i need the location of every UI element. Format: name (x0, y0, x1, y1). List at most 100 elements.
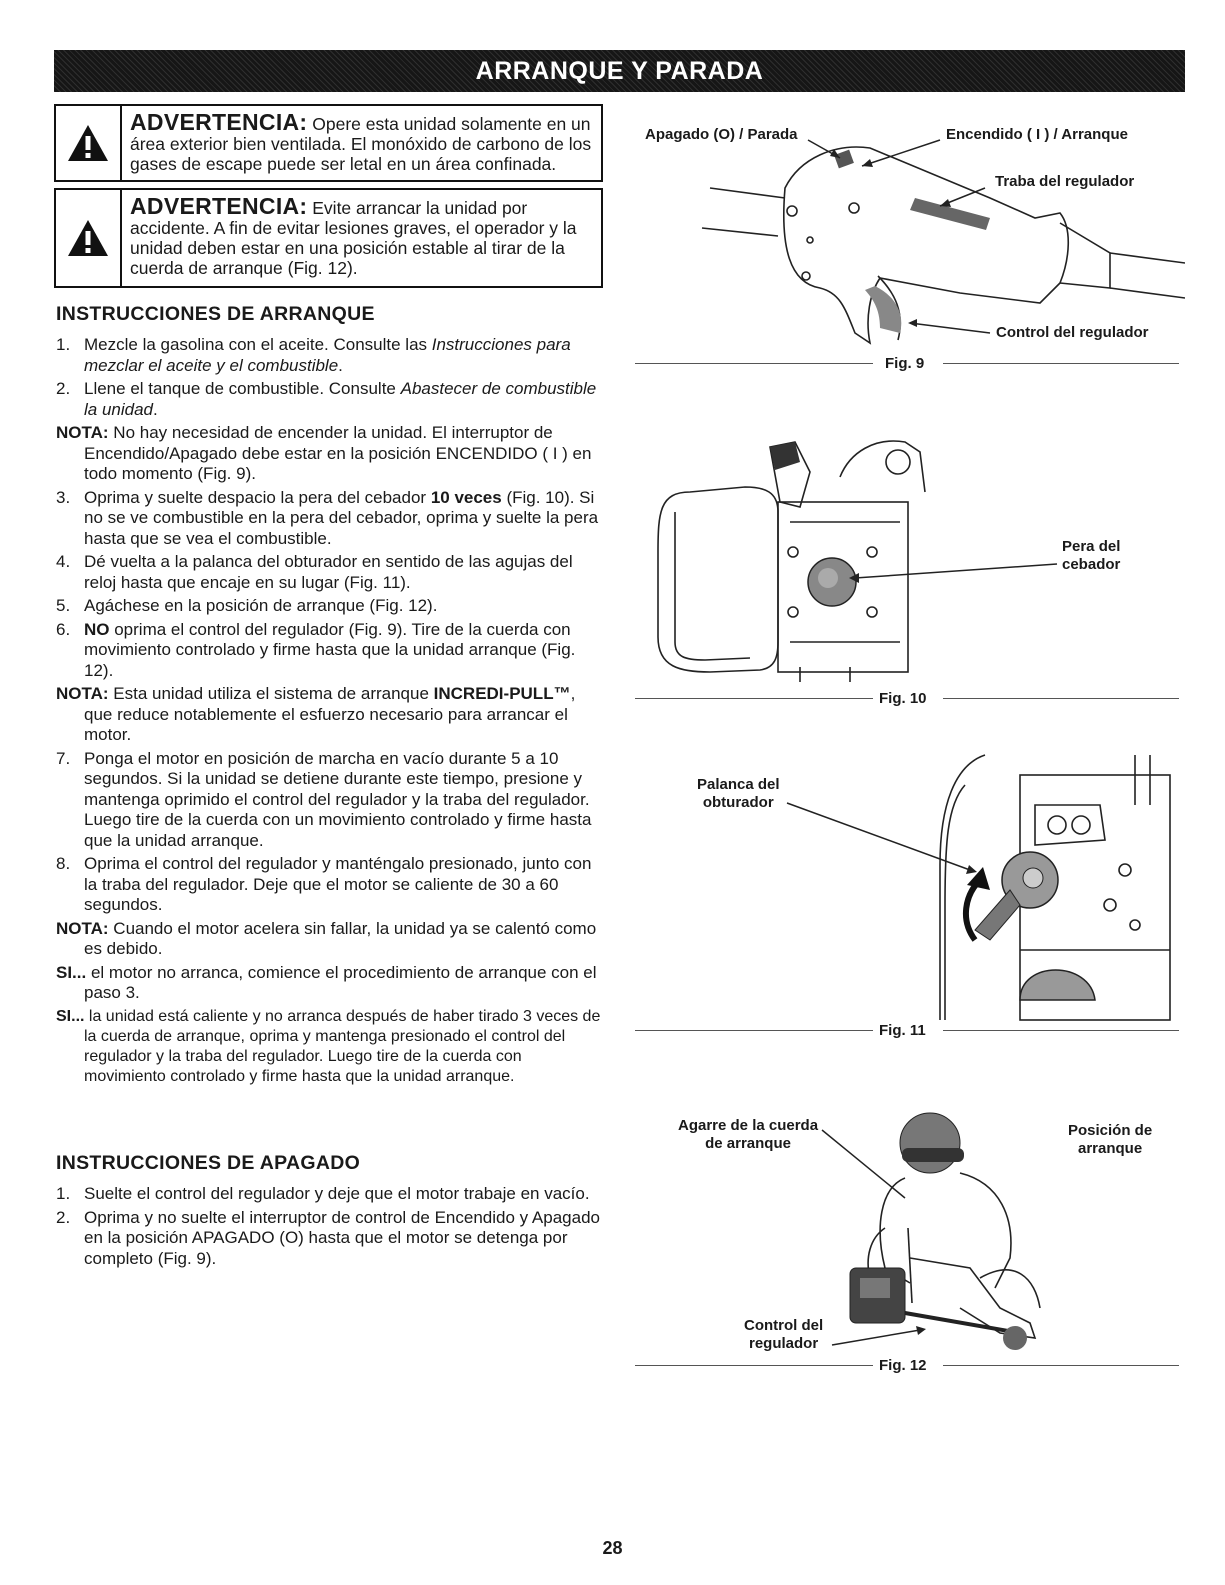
fig9-rule-left (635, 363, 873, 364)
choke-lever-illustration (939, 754, 1171, 1021)
step-text: NO oprima el control del regulador (Fig.… (84, 619, 576, 680)
fig12-label-control-line1: Control del (744, 1317, 824, 1334)
step-3: 3. Oprima y suelte despacio la pera del … (56, 488, 601, 550)
step-5: 5. Agáchese en la posición de arranque (… (56, 596, 601, 617)
fig12-label-grip-line1: Agarre de la cuerda (678, 1117, 819, 1134)
fig12-label-control: Control del regulador (744, 1317, 823, 1353)
warning-icon-cell (56, 106, 122, 180)
if-text: el motor no arranca, comience el procedi… (84, 962, 597, 1003)
fig11-rule-left (635, 1030, 873, 1031)
section-title: ARRANQUE Y PARADA (475, 56, 764, 85)
note-label: NOTA: (56, 423, 109, 442)
fig12-label-control-line2: regulador (748, 1335, 819, 1352)
step-number: 2. (56, 1207, 71, 1227)
step-text: Mezcle la gasolina con el aceite. Consul… (84, 335, 571, 375)
step-text: Ponga el motor en posición de marcha en … (84, 748, 592, 850)
step-number: 7. (56, 748, 71, 768)
step-number: 5. (56, 596, 71, 615)
starting-position-illustration (849, 1112, 1041, 1350)
fig11-label-choke: Palanca del obturador (697, 776, 780, 812)
fig12-label-position-line2: arranque (1077, 1140, 1143, 1157)
fig12-label-grip: Agarre de la cuerda de arranque (678, 1117, 818, 1153)
fig10-label-primer-line2: cebador (1062, 556, 1121, 573)
step-8: 8. Oprima el control del regulador y man… (56, 854, 601, 916)
stop-steps: 1. Suelte el control del regulador y dej… (56, 1184, 601, 1272)
fig9-label-on: Encendido ( I ) / Arranque (946, 126, 1128, 143)
fig11-leader-line (786, 802, 977, 874)
step-number: 3. (56, 487, 71, 507)
note-3: NOTA: Cuando el motor acelera sin fallar… (56, 919, 601, 960)
step-number: 4. (56, 552, 71, 571)
fig10-rule-left (635, 698, 873, 699)
stop-step-2: 2. Oprima y no suelte el interruptor de … (56, 1208, 601, 1270)
fig9-label-control: Control del regulador (996, 324, 1149, 341)
fig10-caption: Fig. 10 (879, 690, 927, 707)
warning-triangle-icon (68, 220, 108, 256)
step-text: Llene el tanque de combustible. Consulte… (84, 379, 597, 419)
fig12-label-grip-line2: de arranque (705, 1135, 791, 1152)
warning-triangle-icon (68, 125, 108, 161)
fig11-label-choke-line2: obturador (702, 794, 774, 811)
step-number: 2. (56, 379, 71, 398)
warning-body: Opere esta unidad solamente en un área e… (130, 114, 592, 174)
fig10-rule-right (943, 698, 1179, 699)
warning-box-accidental-start: ADVERTENCIA: Evite arrancar la unidad po… (54, 188, 603, 288)
warning-lead: ADVERTENCIA: (130, 109, 308, 135)
primer-bulb-illustration (657, 440, 926, 682)
step-text: Oprima y suelte despacio la pera del ceb… (84, 487, 599, 548)
fig12-leader-line-control (831, 1326, 926, 1346)
warning-text: ADVERTENCIA: Opere esta unidad solamente… (122, 106, 601, 180)
fig12-rule-right (943, 1365, 1179, 1366)
fig12-rule-left (635, 1365, 873, 1366)
step-text: Agáchese en la posición de arranque (Fig… (84, 596, 438, 615)
page-number: 28 (602, 1538, 623, 1558)
if-condition-2: SI... la unidad está caliente y no arran… (56, 1007, 601, 1087)
step-text: Oprima el control del regulador y mantén… (84, 854, 592, 914)
warning-lead: ADVERTENCIA: (130, 193, 308, 219)
if-text: la unidad está caliente y no arranca des… (84, 1007, 601, 1085)
start-heading: INSTRUCCIONES DE ARRANQUE (56, 303, 375, 325)
section-banner: ARRANQUE Y PARADA (54, 50, 1185, 92)
step-number: 8. (56, 854, 71, 873)
step-number: 6. (56, 619, 71, 639)
note-1: NOTA: No hay necesidad de encender la un… (56, 423, 601, 485)
note-label: NOTA: (56, 684, 109, 703)
if-label: SI... (56, 1007, 85, 1025)
fig11-caption: Fig. 11 (879, 1022, 926, 1039)
step-4: 4. Dé vuelta a la palanca del obturador … (56, 552, 601, 593)
fig12-leader-line-grip (821, 1129, 906, 1199)
step-text: Oprima y no suelte el interruptor de con… (84, 1207, 600, 1268)
warning-text: ADVERTENCIA: Evite arrancar la unidad po… (122, 190, 601, 286)
warning-body: Evite arrancar la unidad por accidente. … (130, 198, 577, 278)
if-label: SI... (56, 962, 87, 982)
warning-icon-cell (56, 190, 122, 286)
step-1: 1. Mezcle la gasolina con el aceite. Con… (56, 335, 601, 376)
fig12-label-position-line1: Posición de (1068, 1122, 1153, 1139)
fig10-label-primer-line1: Pera del (1062, 538, 1121, 555)
step-number: 1. (56, 335, 71, 354)
step-6: 6. NO oprima el control del regulador (F… (56, 620, 601, 682)
fig12-label-position: Posición de arranque (1068, 1122, 1152, 1158)
step-text: Dé vuelta a la palanca del obturador en … (84, 552, 573, 592)
fig11-rule-right (943, 1030, 1179, 1031)
fig9-label-lock: Traba del regulador (995, 173, 1135, 190)
stop-step-1: 1. Suelte el control del regulador y dej… (56, 1184, 601, 1205)
fig11-label-choke-line1: Palanca del (697, 776, 780, 793)
step-number: 1. (56, 1184, 71, 1203)
stop-heading: INSTRUCCIONES DE APAGADO (56, 1152, 361, 1174)
step-text: Suelte el control del regulador y deje q… (84, 1184, 590, 1203)
fig10-label-primer: Pera del cebador (1062, 538, 1120, 574)
note-label: NOTA: (56, 918, 109, 938)
fig10-leader-line (849, 563, 1058, 583)
note-text: No hay necesidad de encender la unidad. … (84, 423, 592, 483)
step-7: 7. Ponga el motor en posición de marcha … (56, 749, 601, 852)
fig9-caption: Fig. 9 (885, 355, 925, 372)
if-condition-1: SI... el motor no arranca, comience el p… (56, 963, 601, 1004)
fig9-label-off: Apagado (O) / Parada (645, 126, 798, 143)
fig9-rule-right (943, 363, 1179, 364)
start-steps: 1. Mezcle la gasolina con el aceite. Con… (56, 335, 601, 1090)
step-2: 2. Llene el tanque de combustible. Consu… (56, 379, 601, 420)
warning-box-exhaust: ADVERTENCIA: Opere esta unidad solamente… (54, 104, 603, 182)
note-text: Cuando el motor acelera sin fallar, la u… (84, 918, 597, 959)
fig12-caption: Fig. 12 (879, 1357, 927, 1374)
